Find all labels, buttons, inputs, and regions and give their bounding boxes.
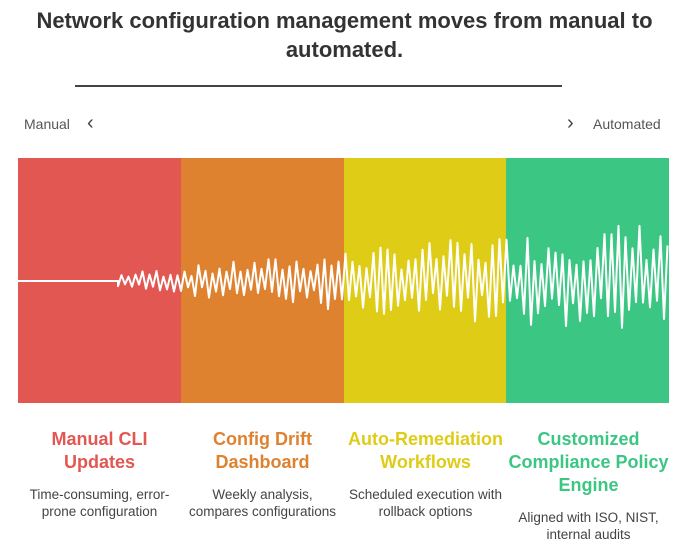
stage-1: Manual CLI Updates Time-consuming, error…: [18, 428, 181, 520]
title-divider: [75, 85, 562, 87]
chevron-left-icon: ‹: [87, 112, 94, 134]
stage-3: Auto-Remediation Workflows Scheduled exe…: [344, 428, 507, 520]
stage-2: Config Drift Dashboard Weekly analysis, …: [181, 428, 344, 520]
stage-2-description: Weekly analysis, compares configurations: [188, 487, 337, 519]
stage-4: Customized Compliance Policy Engine Alig…: [507, 428, 670, 543]
stage-2-title: Config Drift Dashboard: [213, 429, 312, 472]
signal-waveform: [18, 224, 669, 329]
stage-1-title: Manual CLI Updates: [51, 429, 148, 472]
stage-3-title: Auto-Remediation Workflows: [348, 429, 503, 472]
automated-label: Automated: [593, 116, 661, 132]
stage-4-description: Aligned with ISO, NIST, internal audits: [518, 510, 659, 542]
stage-bands: [18, 158, 669, 403]
stage-4-title: Customized Compliance Policy Engine: [508, 429, 669, 495]
chevron-right-icon: ›: [567, 112, 574, 134]
page-title: Network configuration management moves f…: [36, 8, 653, 62]
stage-3-description: Scheduled execution with rollback option…: [348, 487, 503, 519]
stage-band-2: [180, 158, 344, 403]
stage-1-description: Time-consuming, error-prone configuratio…: [29, 487, 170, 519]
manual-label: Manual: [24, 116, 70, 132]
